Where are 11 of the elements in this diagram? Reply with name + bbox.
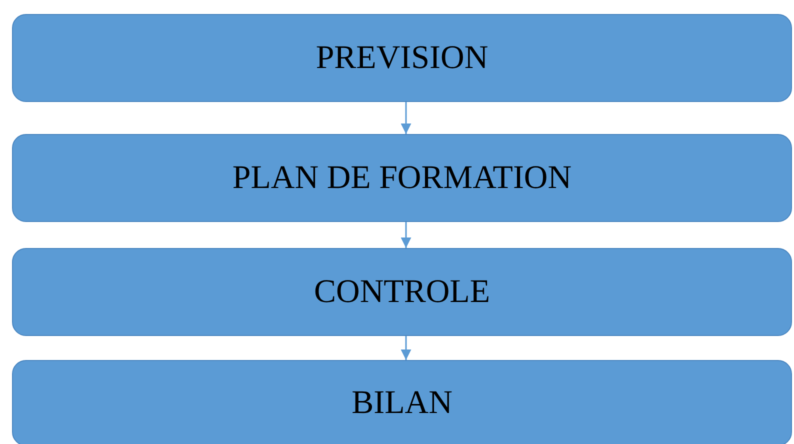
- box-label: CONTROLE: [314, 274, 490, 310]
- process-box: [12, 134, 792, 222]
- box-label: BILAN: [352, 384, 452, 422]
- process-box: [12, 14, 792, 102]
- process-box: [12, 360, 792, 444]
- box-label: PLAN DE FORMATION: [232, 160, 572, 196]
- arrow: [400, 336, 412, 360]
- box-label: PREVISION: [316, 40, 488, 76]
- arrow: [400, 102, 412, 134]
- arrow: [400, 222, 412, 248]
- process-box: [12, 248, 792, 336]
